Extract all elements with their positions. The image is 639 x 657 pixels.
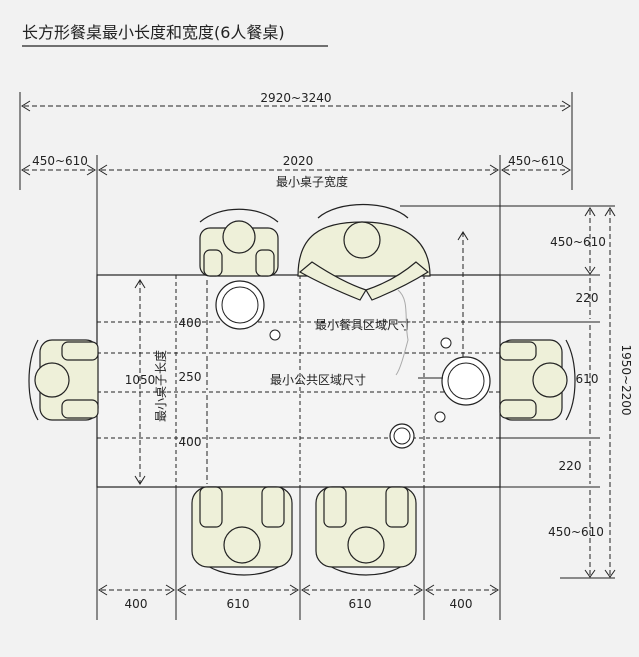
chair-bottom-right xyxy=(315,486,417,576)
chair-right xyxy=(499,339,576,421)
overall-height-label: 1950~2200 xyxy=(619,344,633,415)
glass xyxy=(269,329,281,341)
inner-dimensions: 400 250 400 1050 最小桌子长度 xyxy=(125,231,469,485)
right-220-top-label: 220 xyxy=(576,291,599,305)
bottom-610-left-label: 610 xyxy=(227,597,250,611)
top-dimensions: 2920~3240 450~610 2020 最小桌子宽度 450~610 xyxy=(19,91,573,275)
bottom-dimensions: 400 610 610 400 xyxy=(96,487,501,620)
inner-400-bottom-label: 400 xyxy=(179,435,202,449)
bottom-400-left-label: 400 xyxy=(125,597,148,611)
chair-left xyxy=(28,339,99,421)
overall-width-label: 2920~3240 xyxy=(260,91,331,105)
page-title: 长方形餐桌最小长度和宽度(6人餐桌) xyxy=(22,23,285,42)
personal-zone-label: 最小餐具区域尺寸 xyxy=(315,317,411,332)
right-top-clearance-label: 450~610 xyxy=(550,235,606,249)
chair-top-left xyxy=(199,208,279,277)
table-top xyxy=(96,274,501,488)
bottom-610-right-label: 610 xyxy=(349,597,372,611)
right-clearance-label: 450~610 xyxy=(508,154,564,168)
figure-outline xyxy=(395,289,409,376)
chair-bottom-left xyxy=(191,486,293,576)
table-width-caption: 最小桌子宽度 xyxy=(276,174,348,189)
glass xyxy=(434,411,446,423)
right-610-label: 610 xyxy=(576,372,599,386)
table-depth-label: 1050 xyxy=(125,373,156,387)
chair-top-right xyxy=(297,204,431,301)
glass xyxy=(440,337,452,349)
right-bottom-clearance-label: 450~610 xyxy=(548,525,604,539)
tableware xyxy=(215,280,491,449)
plate-top-left xyxy=(215,280,265,330)
common-zone-label: 最小公共区域尺寸 xyxy=(270,373,366,387)
left-clearance-label: 450~610 xyxy=(32,154,88,168)
table-width-label: 2020 xyxy=(283,154,314,168)
plate-right xyxy=(441,356,491,406)
inner-400-top-label: 400 xyxy=(179,316,202,330)
bottom-400-right-label: 400 xyxy=(450,597,473,611)
zone-lines xyxy=(97,275,500,487)
right-dimensions: 450~610 220 610 220 450~610 1950~2200 xyxy=(400,205,633,579)
right-220-bottom-label: 220 xyxy=(559,459,582,473)
table-depth-caption: 最小桌子长度 xyxy=(153,350,168,422)
inner-250-label: 250 xyxy=(179,370,202,384)
